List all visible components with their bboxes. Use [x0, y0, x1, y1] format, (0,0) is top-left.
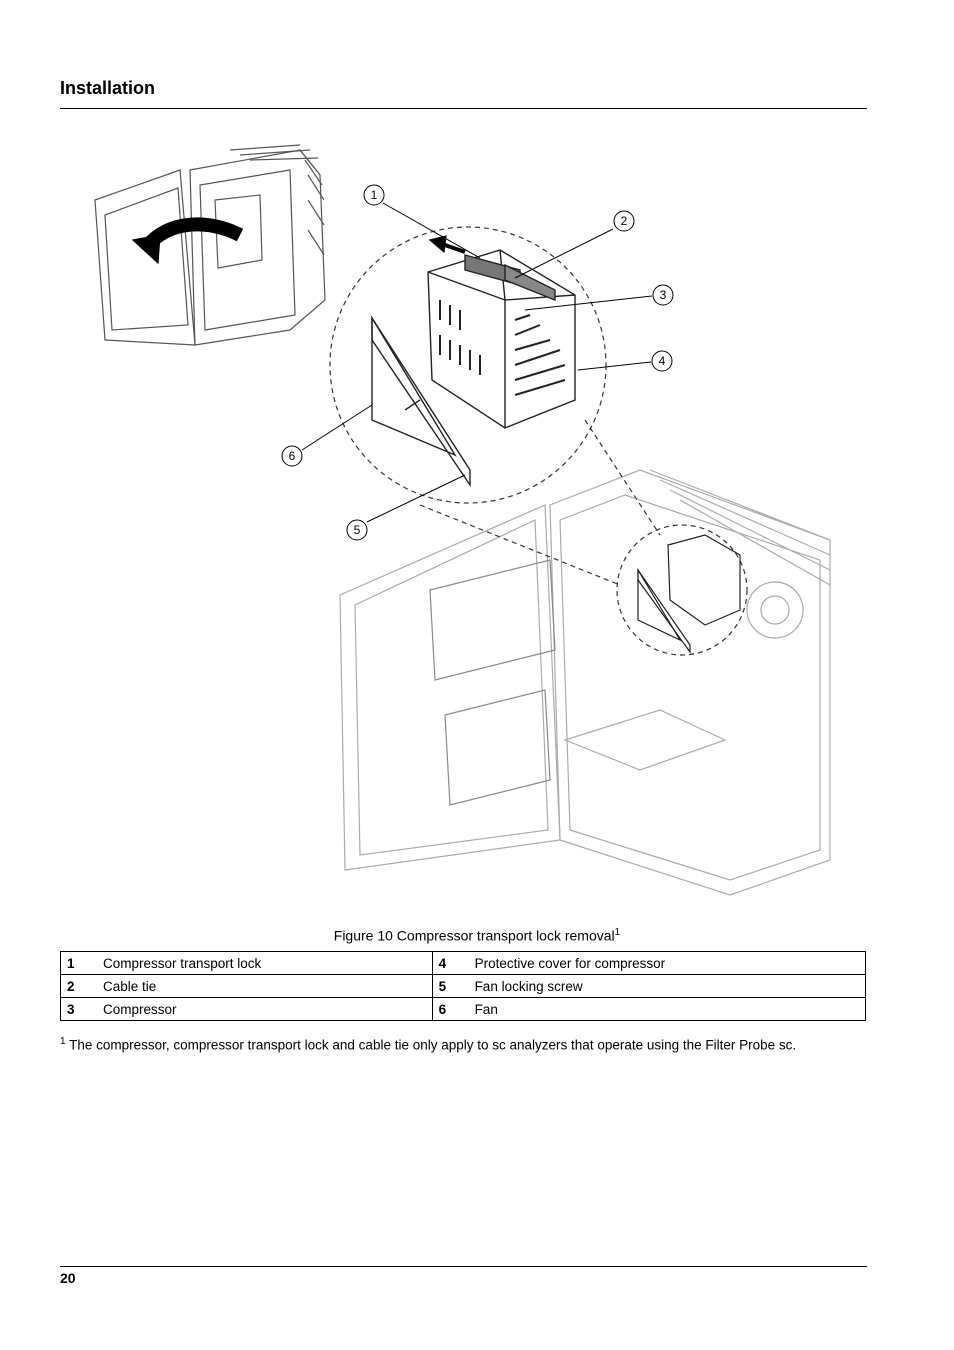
footer-rule [60, 1266, 867, 1267]
legend-row: 3 Compressor 6 Fan [60, 997, 866, 1021]
legend-label: Protective cover for compressor [460, 951, 866, 975]
svg-text:6: 6 [289, 449, 296, 463]
compressor-cage-small-detail [637, 534, 741, 654]
legend-label: Fan [460, 997, 866, 1021]
legend-number: 1 [60, 951, 89, 975]
callout-4: 4 [651, 350, 673, 372]
legend-number: 2 [60, 974, 89, 998]
legend-number: 3 [60, 997, 89, 1021]
installation-figure: 1 2 3 4 5 6 [94, 144, 831, 896]
page-number: 20 [60, 1270, 76, 1286]
legend-label: Compressor transport lock [89, 951, 433, 975]
compressor-cage-detail [371, 249, 576, 488]
legend-table: 1 Compressor transport lock 4 Protective… [60, 951, 866, 1021]
legend-number: 4 [431, 951, 461, 975]
header-rule [60, 108, 867, 109]
caption-footnote-ref: 1 [614, 927, 621, 938]
legend-row: 2 Cable tie 5 Fan locking screw [60, 974, 866, 998]
legend-label: Compressor [89, 997, 433, 1021]
svg-text:4: 4 [659, 354, 666, 368]
small-analyzer-illustration [94, 144, 326, 346]
footnote-ref: 1 [60, 1036, 66, 1047]
legend-label: Fan locking screw [460, 974, 866, 998]
svg-text:2: 2 [621, 214, 628, 228]
callout-6: 6 [281, 445, 303, 467]
legend-label: Cable tie [89, 974, 433, 998]
figure-caption: Figure 10 Compressor transport lock remo… [333, 927, 621, 944]
legend-number: 5 [431, 974, 461, 998]
callout-2: 2 [613, 210, 635, 232]
legend-row: 1 Compressor transport lock 4 Protective… [60, 951, 866, 975]
legend-number: 6 [431, 997, 461, 1021]
section-title: Installation [60, 78, 156, 98]
svg-text:5: 5 [354, 523, 361, 537]
callout-3: 3 [652, 284, 674, 306]
callout-1: 1 [363, 184, 385, 206]
svg-text:3: 3 [660, 288, 667, 302]
large-analyzer-illustration [339, 469, 831, 896]
svg-text:1: 1 [371, 188, 378, 202]
footnote: 1 The compressor, compressor transport l… [60, 1036, 797, 1053]
callout-5: 5 [346, 519, 368, 541]
pull-arrow [441, 242, 466, 254]
